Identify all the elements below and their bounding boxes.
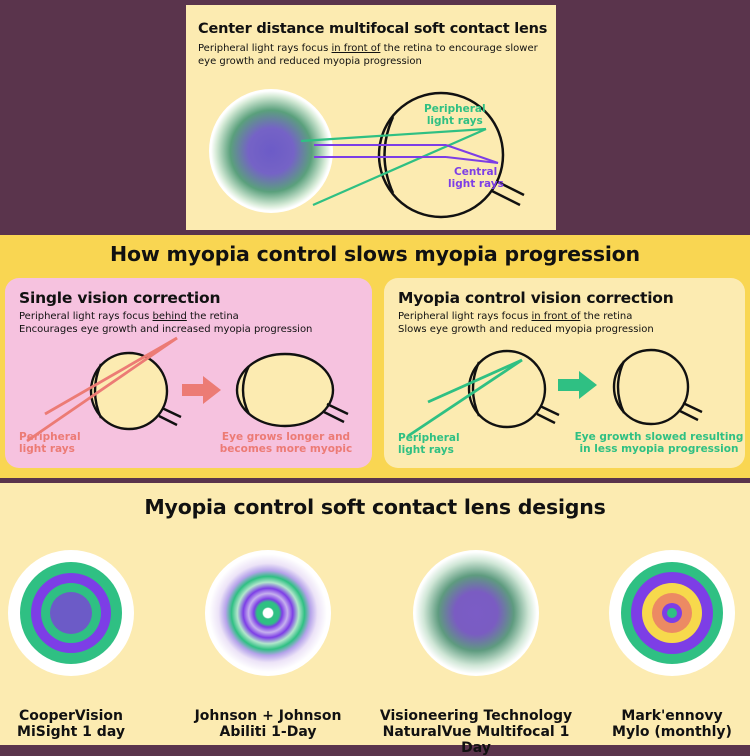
single-vision-panel: Single vision correction Peripheral ligh… bbox=[5, 278, 372, 468]
arrow-right-icon bbox=[182, 376, 221, 404]
lens-label-misight: CooperVision MiSight 1 day bbox=[17, 708, 125, 740]
middle-title: How myopia control slows myopia progress… bbox=[110, 242, 640, 266]
naturalvue-lens-icon bbox=[413, 550, 539, 676]
lens-designs-diagram bbox=[8, 550, 735, 676]
control-light-rays bbox=[407, 358, 523, 438]
control-result-label: Eye growth slowed resulting in less myop… bbox=[574, 431, 744, 455]
single-result-label: Eye grows longer and becomes more myopic bbox=[219, 431, 353, 455]
single-grown-eye-icon bbox=[235, 352, 349, 428]
single-peripheral-label: Peripheral light rays bbox=[19, 431, 81, 455]
myopia-control-subtitle: Peripheral light rays focus in front of … bbox=[398, 311, 654, 335]
top-lens-gradient bbox=[211, 91, 331, 211]
misight-lens-icon bbox=[8, 550, 134, 676]
myopia-control-panel: Myopia control vision correction Periphe… bbox=[384, 278, 745, 468]
lens-designs-section: Myopia control soft contact lens designs bbox=[0, 483, 750, 756]
lens-designs-title: Myopia control soft contact lens designs bbox=[144, 495, 606, 519]
single-vision-subtitle: Peripheral light rays focus behind the r… bbox=[19, 311, 313, 335]
lens-label-naturalvue: Visioneering Technology NaturalVue Multi… bbox=[379, 708, 573, 756]
top-peripheral-label: Peripheral light rays bbox=[424, 103, 486, 127]
single-eye-icon bbox=[89, 351, 182, 431]
middle-band: How myopia control slows myopia progress… bbox=[0, 235, 750, 478]
top-light-rays bbox=[300, 127, 499, 207]
lens-label-mylo: Mark'ennovy Mylo (monthly) bbox=[612, 708, 732, 740]
lens-label-abiliti: Johnson + Johnson Abiliti 1-Day bbox=[194, 708, 342, 740]
top-diagram bbox=[209, 89, 525, 219]
single-light-rays bbox=[26, 336, 178, 443]
top-title: Center distance multifocal soft contact … bbox=[198, 21, 548, 37]
top-card: Center distance multifocal soft contact … bbox=[186, 5, 556, 230]
abiliti-lens-icon bbox=[205, 550, 331, 676]
single-vision-diagram bbox=[26, 336, 349, 443]
myopia-control-diagram bbox=[407, 348, 703, 438]
mylo-lens-icon bbox=[609, 550, 735, 676]
single-vision-title: Single vision correction bbox=[19, 289, 221, 307]
control-eye-icon bbox=[467, 349, 560, 429]
control-stable-eye-icon bbox=[612, 348, 703, 426]
top-subtitle: Peripheral light rays focus in front of … bbox=[198, 43, 538, 67]
myopia-control-title: Myopia control vision correction bbox=[398, 289, 674, 307]
top-central-label: Central light rays bbox=[448, 166, 504, 190]
control-peripheral-label: Peripheral light rays bbox=[398, 432, 460, 456]
arrow-right-icon bbox=[558, 371, 597, 399]
top-eye-icon bbox=[377, 91, 525, 219]
